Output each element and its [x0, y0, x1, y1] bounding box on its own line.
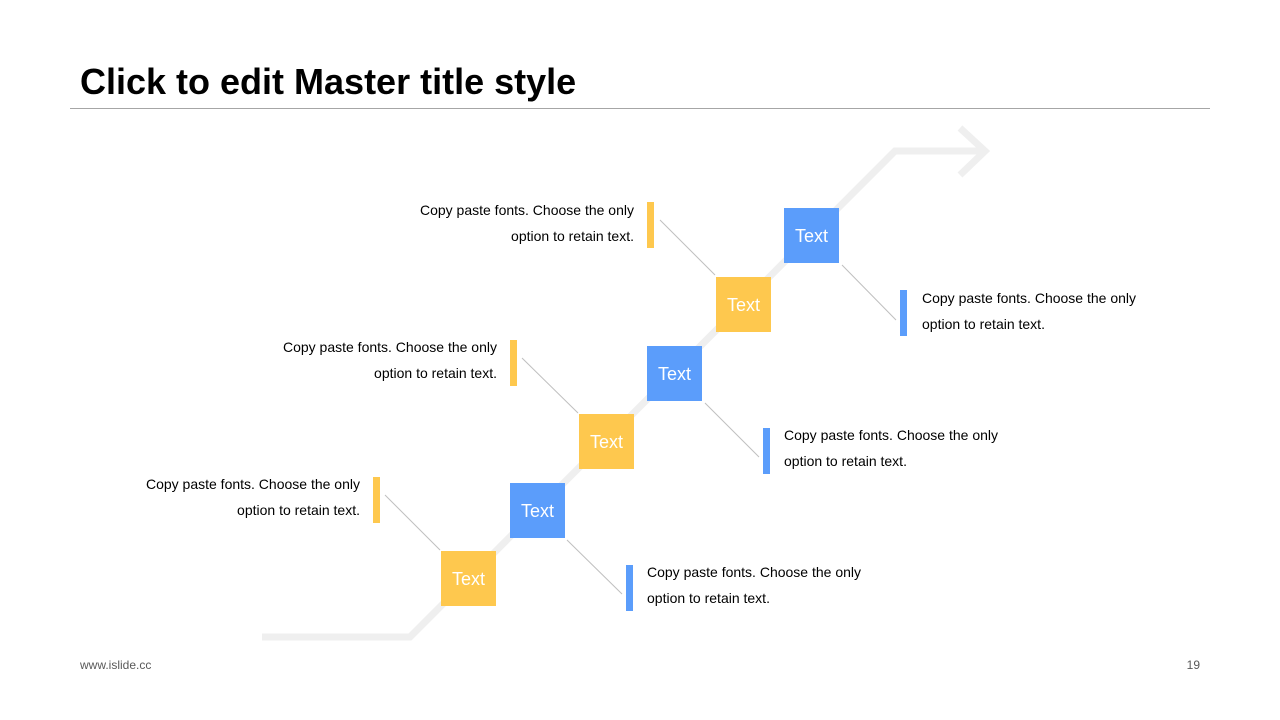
step-2-box[interactable]: Text: [510, 483, 565, 538]
step-4-description[interactable]: Copy paste fonts. Choose the only option…: [784, 422, 1024, 474]
step-3-marker: [510, 340, 517, 386]
step-4-description-line2: option to retain text.: [784, 453, 907, 469]
step-6-description-line2: option to retain text.: [922, 316, 1045, 332]
connector-line-2: [566, 539, 623, 595]
step-6-description-line1: Copy paste fonts. Choose the only: [922, 290, 1137, 306]
step-3-box[interactable]: Text: [579, 414, 634, 469]
step-2-marker: [626, 565, 633, 611]
step-6-marker: [900, 290, 907, 336]
staircase-arrowhead: [957, 125, 991, 178]
step-4-box[interactable]: Text: [647, 346, 702, 401]
step-2-description[interactable]: Copy paste fonts. Choose the only option…: [647, 559, 887, 611]
step-4-description-line1: Copy paste fonts. Choose the only: [784, 427, 999, 443]
step-5-description[interactable]: Copy paste fonts. Choose the only option…: [394, 197, 634, 249]
step-4-marker: [763, 428, 770, 474]
step-5-box[interactable]: Text: [716, 277, 771, 332]
step-3-description[interactable]: Copy paste fonts. Choose the only option…: [257, 334, 497, 386]
step-6-description[interactable]: Copy paste fonts. Choose the only option…: [922, 285, 1162, 337]
connector-line-5: [659, 219, 716, 276]
connector-line-1: [384, 494, 441, 551]
step-6-label: Text: [794, 225, 828, 246]
step-1-box[interactable]: Text: [441, 551, 496, 606]
step-2-description-line1: Copy paste fonts. Choose the only: [647, 564, 862, 580]
page-number: 19: [1186, 658, 1200, 672]
step-3-description-line1: Copy paste fonts. Choose the only: [282, 339, 497, 355]
step-6-box[interactable]: Text: [784, 208, 839, 263]
step-3-label: Text: [589, 431, 623, 452]
step-2-description-line2: option to retain text.: [647, 590, 770, 606]
step-5-description-line1: Copy paste fonts. Choose the only: [419, 202, 634, 218]
step-1-marker: [373, 477, 380, 523]
connector-line-4: [704, 402, 760, 458]
footer-website: www.islide.cc: [80, 658, 152, 672]
step-3-description-line2: option to retain text.: [374, 365, 497, 381]
connector-line-3: [521, 357, 579, 414]
step-5-label: Text: [726, 294, 760, 315]
step-5-description-line2: option to retain text.: [511, 228, 634, 244]
title-underline: [70, 108, 1210, 109]
step-1-description-line1: Copy paste fonts. Choose the only: [145, 476, 360, 492]
step-1-description[interactable]: Copy paste fonts. Choose the only option…: [120, 471, 360, 523]
connector-line-6: [841, 264, 897, 321]
step-4-label: Text: [657, 363, 691, 384]
step-5-marker: [647, 202, 654, 248]
page-title[interactable]: Click to edit Master title style: [80, 61, 577, 102]
step-2-label: Text: [520, 500, 554, 521]
step-1-label: Text: [451, 568, 485, 589]
step-1-description-line2: option to retain text.: [237, 502, 360, 518]
